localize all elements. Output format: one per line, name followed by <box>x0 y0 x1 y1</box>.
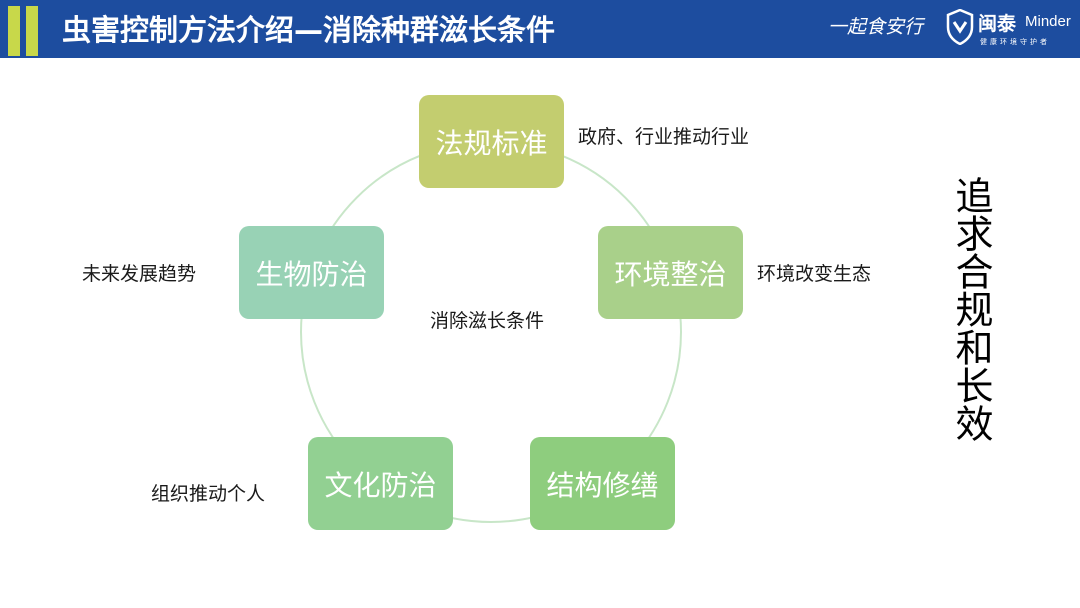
node-cultural-control: 文化防治 <box>308 437 453 530</box>
cycle-center-label: 消除滋长条件 <box>430 310 545 332</box>
side-slogan: 追求合规和长效 <box>949 176 993 442</box>
node-structure-repair: 结构修缮 <box>530 437 675 530</box>
page-title: 虫害控制方法介绍—消除种群滋长条件 <box>62 13 556 47</box>
note-regulation: 政府、行业推动行业 <box>578 126 750 148</box>
brand-slogan: 一起食安行 <box>828 16 924 38</box>
brand-subtitle: 健康环境守护者 <box>980 38 1050 46</box>
accent-bar-left <box>8 6 20 56</box>
brand-latin-name: Minder <box>1025 13 1071 30</box>
header-bar: 虫害控制方法介绍—消除种群滋长条件 一起食安行 闽泰 Minder 健康环境守护… <box>0 0 1080 58</box>
node-biological-control: 生物防治 <box>239 226 384 319</box>
note-environment: 环境改变生态 <box>757 263 872 285</box>
note-biological: 未来发展趋势 <box>82 263 197 285</box>
accent-bar-right <box>26 6 38 56</box>
node-regulation-standards: 法规标准 <box>419 95 564 188</box>
node-environment-remediation: 环境整治 <box>598 226 743 319</box>
note-cultural: 组织推动个人 <box>151 483 266 505</box>
brand-name: 闽泰 <box>978 13 1017 35</box>
shield-icon <box>946 9 974 45</box>
brand-logo: 闽泰 Minder 健康环境守护者 <box>946 7 1076 53</box>
